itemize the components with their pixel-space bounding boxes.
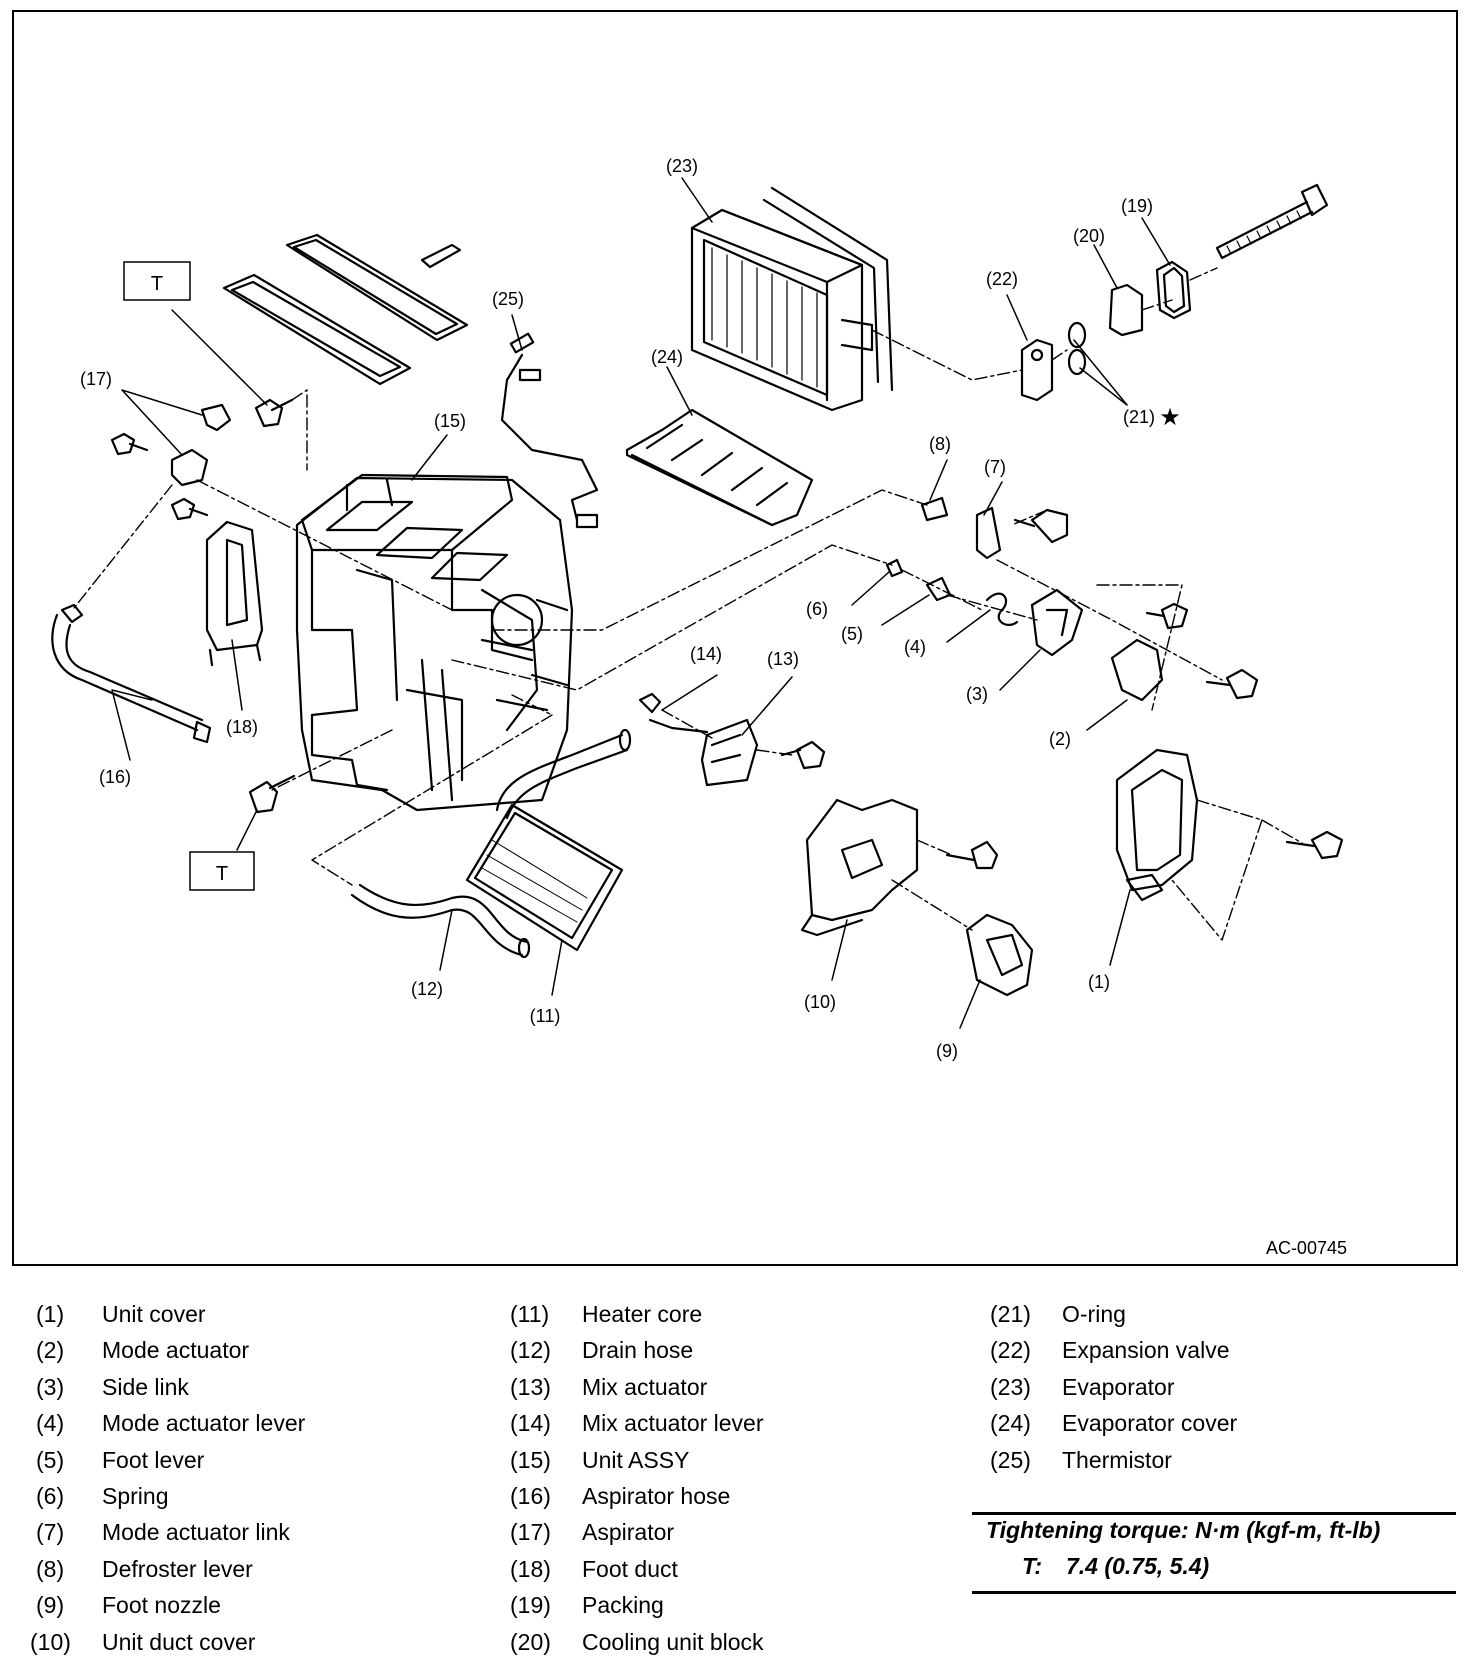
svg-text:T: T — [151, 273, 163, 295]
filter-pads — [222, 233, 469, 386]
evaporator-part — [690, 186, 894, 412]
evaporator-cover-part — [625, 408, 814, 527]
callout-1: (1) — [1088, 972, 1110, 992]
callout-7: (7) — [984, 457, 1006, 477]
callout-21: (21) — [1123, 407, 1155, 427]
unit-duct-cover-part — [800, 798, 999, 937]
callout-9: (9) — [936, 1041, 958, 1061]
unit-cover-part — [1115, 748, 1344, 902]
callout-18: (18) — [226, 717, 258, 737]
callout-25: (25) — [492, 289, 524, 309]
callout-4: (4) — [904, 637, 926, 657]
mix-actuator-part — [638, 692, 826, 787]
torque-title: Tightening torque: N·m (kgf-m, ft-lb) — [986, 1517, 1381, 1543]
foot-nozzle-part — [965, 913, 1034, 997]
callout-10: (10) — [804, 992, 836, 1012]
callout-15: (15) — [434, 411, 466, 431]
heater-core-part — [350, 728, 632, 959]
aspirator-parts — [51, 403, 232, 744]
expansion-valve-group — [1020, 183, 1329, 402]
callouts: (23) (19) (20) (22) (25) (24) (17) (21) … — [80, 156, 1181, 1061]
callout-5: (5) — [841, 624, 863, 644]
callout-12: (12) — [411, 979, 443, 999]
torque-value: 7.4 (0.75, 5.4) — [1066, 1553, 1210, 1579]
callout-13: (13) — [767, 649, 799, 669]
torque-screw-lower — [248, 398, 296, 814]
callout-6: (6) — [806, 599, 828, 619]
thermistor-part — [500, 332, 599, 529]
torque-box-lower: T — [189, 851, 255, 891]
star-icon: ★ — [1159, 404, 1181, 431]
foot-duct-part — [205, 520, 264, 667]
callout-11: (11) — [530, 1006, 561, 1026]
callout-17: (17) — [80, 369, 112, 389]
callout-3: (3) — [966, 684, 988, 704]
callout-16: (16) — [99, 767, 131, 787]
callout-2: (2) — [1049, 729, 1071, 749]
callout-23: (23) — [666, 156, 698, 176]
exploded-diagram: T T (23) (19) (20) (22) (25) (24) (17) (… — [12, 10, 1458, 1266]
assembly-lines — [73, 267, 1303, 941]
callout-20: (20) — [1073, 226, 1105, 246]
mode-actuator-mechanism — [885, 496, 1259, 702]
leader-lines — [111, 177, 1171, 1029]
callout-24: (24) — [651, 347, 683, 367]
callout-8: (8) — [929, 434, 951, 454]
figure-id: AC-00745 — [1266, 1238, 1347, 1258]
unit-assy-part — [295, 473, 574, 812]
callout-22: (22) — [986, 269, 1018, 289]
callout-14: (14) — [690, 644, 722, 664]
torque-key: T: — [1022, 1553, 1043, 1579]
callout-19: (19) — [1121, 196, 1153, 216]
torque-spec-box: Tightening torque: N·m (kgf-m, ft-lb) T:… — [972, 1512, 1456, 1594]
torque-box-upper: T — [123, 261, 191, 301]
svg-text:T: T — [216, 863, 228, 885]
